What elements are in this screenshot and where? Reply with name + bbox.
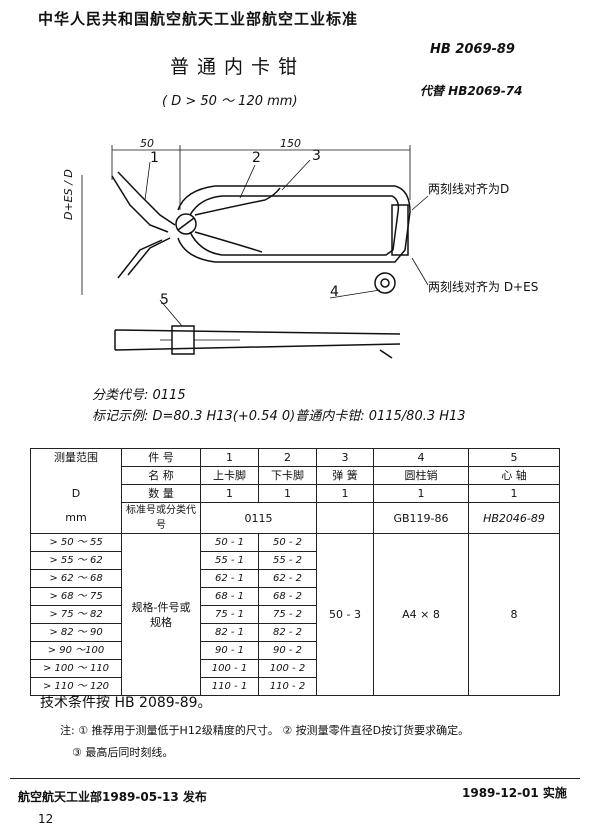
- dim-50: 50: [140, 137, 154, 150]
- qty-1: 1: [200, 484, 259, 503]
- dim-vertical: D+ES / D: [62, 169, 75, 220]
- caliper-drawing: [81, 145, 429, 359]
- row-c1: 50 - 1: [200, 533, 259, 552]
- range-row: > 50 ～ 55: [30, 533, 122, 552]
- row-c2: 75 - 2: [258, 605, 317, 624]
- note-line-1: 注: ① 推荐用于测量低于H12级精度的尺寸。 ② 按测量零件直径D按订货要求确…: [60, 724, 470, 737]
- axle-code: 8: [468, 533, 560, 696]
- page-subtitle: ( D > 50 ～ 120 mm): [162, 94, 298, 109]
- range-row: > 68 ～ 75: [30, 587, 122, 606]
- part-no-3: 3: [316, 448, 374, 467]
- row-label-part-no: 件 号: [121, 448, 201, 467]
- row-c1: 62 - 1: [200, 569, 259, 588]
- replaces-note: 代替 HB2069-74: [420, 84, 523, 98]
- spring-code: 50 - 3: [316, 533, 374, 696]
- page-number: 12: [38, 812, 54, 826]
- pin-code: A4 × 8: [373, 533, 469, 696]
- range-row: > 90 ～100: [30, 641, 122, 660]
- part-label-5: 5: [160, 292, 169, 308]
- range-row: > 75 ～ 82: [30, 605, 122, 624]
- technical-conditions: 技术条件按 HB 2089-89。: [40, 695, 212, 711]
- d-label: D: [30, 484, 122, 503]
- std-code-12: 0115: [200, 502, 317, 534]
- implemented-line: 1989-12-01 实施: [462, 786, 567, 800]
- row-c2: 62 - 2: [258, 569, 317, 588]
- qty-4: 1: [373, 484, 469, 503]
- std-code-4: GB119-86: [373, 502, 469, 534]
- range-row: > 55 ～ 62: [30, 551, 122, 570]
- part-label-1: 1: [150, 150, 159, 166]
- part-label-4: 4: [330, 284, 339, 300]
- row-label-std: 标准号或分类代号: [121, 502, 201, 534]
- row-label-name: 名 称: [121, 466, 201, 485]
- row-c2: 110 - 2: [258, 677, 317, 696]
- row-c2: 100 - 2: [258, 659, 317, 678]
- row-c1: 75 - 1: [200, 605, 259, 624]
- row-c1: 100 - 1: [200, 659, 259, 678]
- range-row: > 100 ～ 110: [30, 659, 122, 678]
- row-c1: 55 - 1: [200, 551, 259, 570]
- part-name-1: 上卡脚: [200, 466, 259, 485]
- range-row: > 110 ～ 120: [30, 677, 122, 696]
- range-title: 测量范围: [30, 448, 122, 467]
- part-no-2: 2: [258, 448, 317, 467]
- note-line-2: ③ 最高后同时刻线。: [72, 746, 174, 759]
- range-row: > 62 ～ 68: [30, 569, 122, 588]
- part-no-4: 4: [373, 448, 469, 467]
- page-title: 普通内卡钳: [170, 56, 306, 78]
- issued-line: 航空航天工业部1989-05-13 发布: [18, 790, 207, 804]
- part-name-4: 圆柱销: [373, 466, 469, 485]
- row-c1: 68 - 1: [200, 587, 259, 606]
- part-name-5: 心 轴: [468, 466, 560, 485]
- part-label-2: 2: [252, 150, 261, 166]
- part-name-3: 弹 簧: [316, 466, 374, 485]
- footer-divider: [10, 778, 580, 779]
- row-c2: 68 - 2: [258, 587, 317, 606]
- merged-label: 规格-件号或规格: [121, 533, 201, 696]
- row-c2: 90 - 2: [258, 641, 317, 660]
- row-c2: 55 - 2: [258, 551, 317, 570]
- parts-table: 测量范围 件 号 1 2 3 4 5 名 称 上卡脚 下卡脚 弹 簧 圆柱销 心…: [30, 448, 560, 696]
- qty-3: 1: [316, 484, 374, 503]
- org-header: 中华人民共和国航空航天工业部航空工业标准: [38, 10, 359, 28]
- qty-5: 1: [468, 484, 560, 503]
- part-name-2: 下卡脚: [258, 466, 317, 485]
- part-label-3: 3: [312, 148, 321, 164]
- note-align-d: 两刻线对齐为D: [428, 182, 510, 196]
- mm-label: mm: [30, 502, 122, 534]
- range-row: > 82 ～ 90: [30, 623, 122, 642]
- std-code-5: HB2046-89: [468, 502, 560, 534]
- marking-example: 标记示例: D=80.3 H13(+0.54 0)普通内卡钳: 0115/80.…: [92, 409, 466, 424]
- row-c1: 82 - 1: [200, 623, 259, 642]
- classification-code: 分类代号: 0115: [92, 388, 186, 403]
- qty-2: 1: [258, 484, 317, 503]
- part-no-5: 5: [468, 448, 560, 467]
- dim-150: 150: [280, 137, 301, 150]
- standard-number: HB 2069-89: [430, 42, 515, 57]
- row-c2: 50 - 2: [258, 533, 317, 552]
- part-no-1: 1: [200, 448, 259, 467]
- row-label-qty: 数 量: [121, 484, 201, 503]
- row-c2: 82 - 2: [258, 623, 317, 642]
- row-c1: 90 - 1: [200, 641, 259, 660]
- note-align-des: 两刻线对齐为 D+ES: [428, 280, 539, 294]
